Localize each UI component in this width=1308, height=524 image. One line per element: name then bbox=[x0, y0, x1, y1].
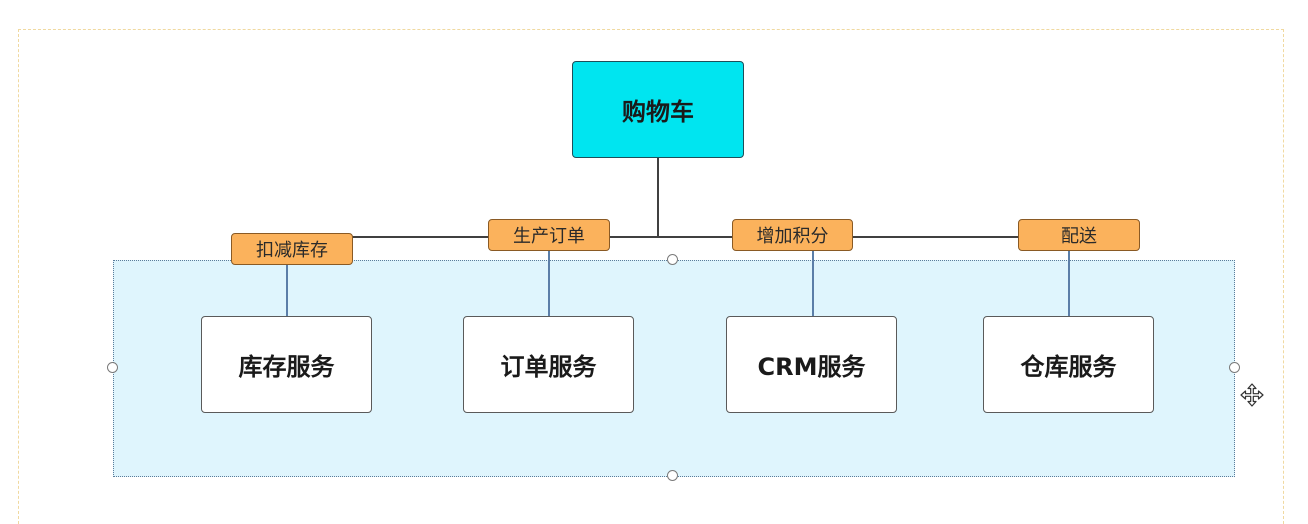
move-icon bbox=[1240, 383, 1264, 407]
service-node-label: 仓库服务 bbox=[1020, 353, 1117, 381]
branch-connector-1 bbox=[286, 265, 288, 316]
selection-handle-top[interactable] bbox=[667, 254, 678, 265]
root-node[interactable]: 购物车 bbox=[572, 61, 744, 158]
service-node-3[interactable]: CRM服务 bbox=[726, 316, 897, 413]
branch-tag-label: 扣减库存 bbox=[256, 240, 328, 261]
service-node-label: 订单服务 bbox=[500, 353, 597, 381]
root-connector bbox=[657, 158, 659, 237]
service-node-label: CRM服务 bbox=[757, 353, 866, 381]
branch-tag-label: 生产订单 bbox=[513, 226, 585, 247]
service-node-label: 库存服务 bbox=[238, 353, 335, 381]
selection-handle-bottom[interactable] bbox=[667, 470, 678, 481]
selection-handle-left[interactable] bbox=[107, 362, 118, 373]
branch-connector-3 bbox=[812, 251, 814, 316]
branch-tag-4[interactable]: 配送 bbox=[1018, 219, 1140, 251]
canvas-frame bbox=[18, 29, 1284, 524]
branch-tag-2[interactable]: 生产订单 bbox=[488, 219, 610, 251]
branch-connector-2 bbox=[548, 251, 550, 316]
branch-tag-label: 增加积分 bbox=[756, 226, 829, 247]
service-node-2[interactable]: 订单服务 bbox=[463, 316, 634, 413]
service-node-1[interactable]: 库存服务 bbox=[201, 316, 372, 413]
branch-tag-1[interactable]: 扣减库存 bbox=[231, 233, 353, 265]
branch-connector-4 bbox=[1068, 251, 1070, 316]
root-node-label: 购物车 bbox=[622, 98, 694, 126]
selection-handle-right[interactable] bbox=[1229, 362, 1240, 373]
service-node-4[interactable]: 仓库服务 bbox=[983, 316, 1154, 413]
branch-tag-label: 配送 bbox=[1061, 226, 1097, 247]
branch-connector bbox=[292, 236, 1082, 238]
branch-tag-3[interactable]: 增加积分 bbox=[732, 219, 853, 251]
